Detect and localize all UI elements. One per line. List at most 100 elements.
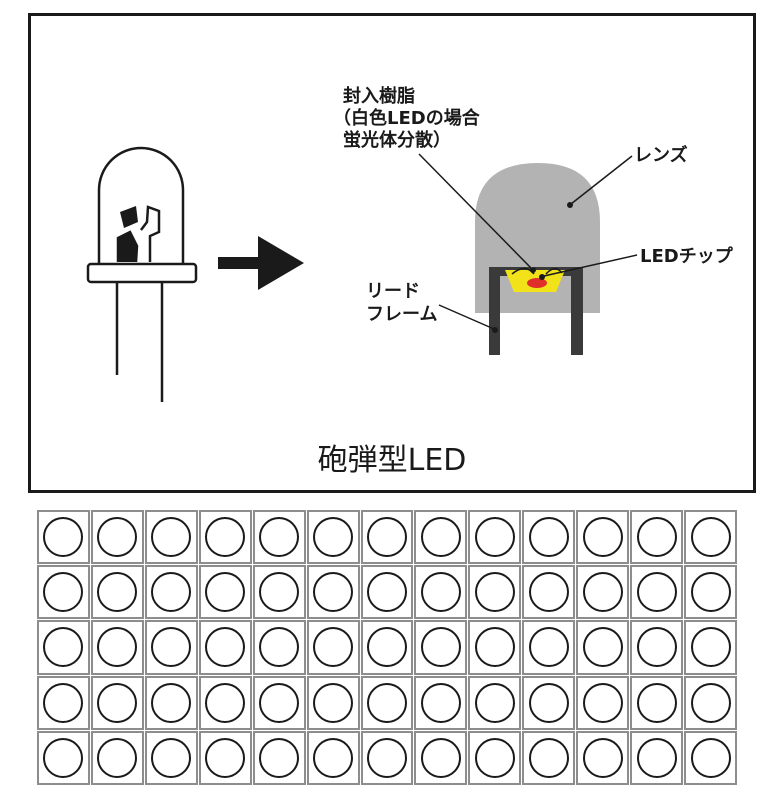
led-array-cell xyxy=(37,675,90,730)
led-array-grid xyxy=(37,510,737,785)
led-inner-post-right xyxy=(140,205,161,262)
led-array-cell xyxy=(576,510,630,565)
led-array-cell xyxy=(37,620,90,675)
led-array-cell xyxy=(576,565,630,620)
leader-lines xyxy=(418,153,638,330)
led-array-cell xyxy=(414,510,468,565)
led-chip-cup xyxy=(120,206,138,228)
led-array-cell xyxy=(468,730,522,785)
diagram-title: 砲弾型LED xyxy=(318,443,467,478)
led-array-cell xyxy=(684,510,737,565)
led-circle-icon xyxy=(474,517,515,558)
led-array-cell xyxy=(144,565,198,620)
label-lens: レンズ xyxy=(634,144,688,166)
led-array-cell xyxy=(90,565,144,620)
led-circle-icon xyxy=(43,627,84,668)
led-array-cell xyxy=(252,565,306,620)
led-circle-icon xyxy=(528,517,569,558)
led-array-cell xyxy=(522,510,576,565)
led-circle-icon xyxy=(313,737,354,778)
led-array-cell xyxy=(198,510,252,565)
led-array-cell xyxy=(252,510,306,565)
led-array-cell xyxy=(90,675,144,730)
led-circle-icon xyxy=(43,682,84,723)
led-array-cell xyxy=(198,620,252,675)
led-circle-icon xyxy=(690,682,731,723)
led-circle-icon xyxy=(97,737,138,778)
led-array-cell xyxy=(522,620,576,675)
led-array-cell xyxy=(576,620,630,675)
led-array-cell xyxy=(468,620,522,675)
led-circle-icon xyxy=(420,682,461,723)
led-array-cell xyxy=(684,730,737,785)
led-circle-icon xyxy=(43,572,84,613)
led-array-cell xyxy=(468,510,522,565)
led-flange-outline xyxy=(86,262,198,284)
led-circle-icon xyxy=(690,737,731,778)
led-circle-icon xyxy=(528,572,569,613)
led-array-cell xyxy=(37,510,90,565)
lead-frame-left xyxy=(489,267,531,355)
led-array-cell xyxy=(306,675,360,730)
led-circle-icon xyxy=(151,682,192,723)
led-circle-icon xyxy=(474,737,515,778)
led-circle-icon xyxy=(474,627,515,668)
led-array-cell xyxy=(630,510,684,565)
led-circle-icon xyxy=(636,737,677,778)
led-circle-icon xyxy=(528,737,569,778)
led-array-cell xyxy=(414,730,468,785)
led-circle-icon xyxy=(151,737,192,778)
led-circle-icon xyxy=(313,627,354,668)
led-array-cell xyxy=(306,620,360,675)
label-resin-line2: （白色LEDの場合 xyxy=(333,107,481,129)
led-array-cell xyxy=(90,510,144,565)
led-array-cell xyxy=(198,730,252,785)
led-array-cell xyxy=(630,730,684,785)
led-circle-icon xyxy=(43,517,84,558)
led-circle-icon xyxy=(313,517,354,558)
led-circle-icon xyxy=(205,517,246,558)
led-circle-icon xyxy=(690,627,731,668)
led-circle-icon xyxy=(97,572,138,613)
led-array-cell xyxy=(360,565,414,620)
led-array-cell xyxy=(306,565,360,620)
led-circle-icon xyxy=(97,682,138,723)
led-array-cell xyxy=(468,565,522,620)
led-array-cell xyxy=(414,675,468,730)
led-circle-icon xyxy=(420,627,461,668)
led-array-cell xyxy=(144,675,198,730)
arrow-icon xyxy=(218,236,304,290)
led-array-cell xyxy=(522,730,576,785)
led-array-cell xyxy=(306,730,360,785)
led-circle-icon xyxy=(366,627,407,668)
led-circle-icon xyxy=(636,627,677,668)
led-array-cell xyxy=(90,620,144,675)
led-array-cell xyxy=(252,620,306,675)
led-circle-icon xyxy=(259,517,300,558)
led-circle-icon xyxy=(690,517,731,558)
led-circle-icon xyxy=(366,517,407,558)
led-array-cell xyxy=(684,675,737,730)
led-circle-icon xyxy=(151,627,192,668)
led-circle-icon xyxy=(259,572,300,613)
leader-resin xyxy=(418,153,532,269)
led-circle-icon xyxy=(582,627,623,668)
led-circle-icon xyxy=(582,572,623,613)
led-circle-icon xyxy=(259,737,300,778)
led-circle-icon xyxy=(366,737,407,778)
led-circle-icon xyxy=(313,682,354,723)
led-circle-icon xyxy=(259,682,300,723)
led-array-cell xyxy=(522,675,576,730)
led-array-cell xyxy=(360,620,414,675)
led-circle-icon xyxy=(636,517,677,558)
led-circle-icon xyxy=(97,517,138,558)
led-circle-icon xyxy=(366,682,407,723)
led-circle-icon xyxy=(205,627,246,668)
led-array-cell xyxy=(684,565,737,620)
led-array-cell xyxy=(37,565,90,620)
led-array-cell xyxy=(576,730,630,785)
led-outline-drawing xyxy=(86,146,198,402)
led-circle-icon xyxy=(690,572,731,613)
led-circle-icon xyxy=(528,682,569,723)
